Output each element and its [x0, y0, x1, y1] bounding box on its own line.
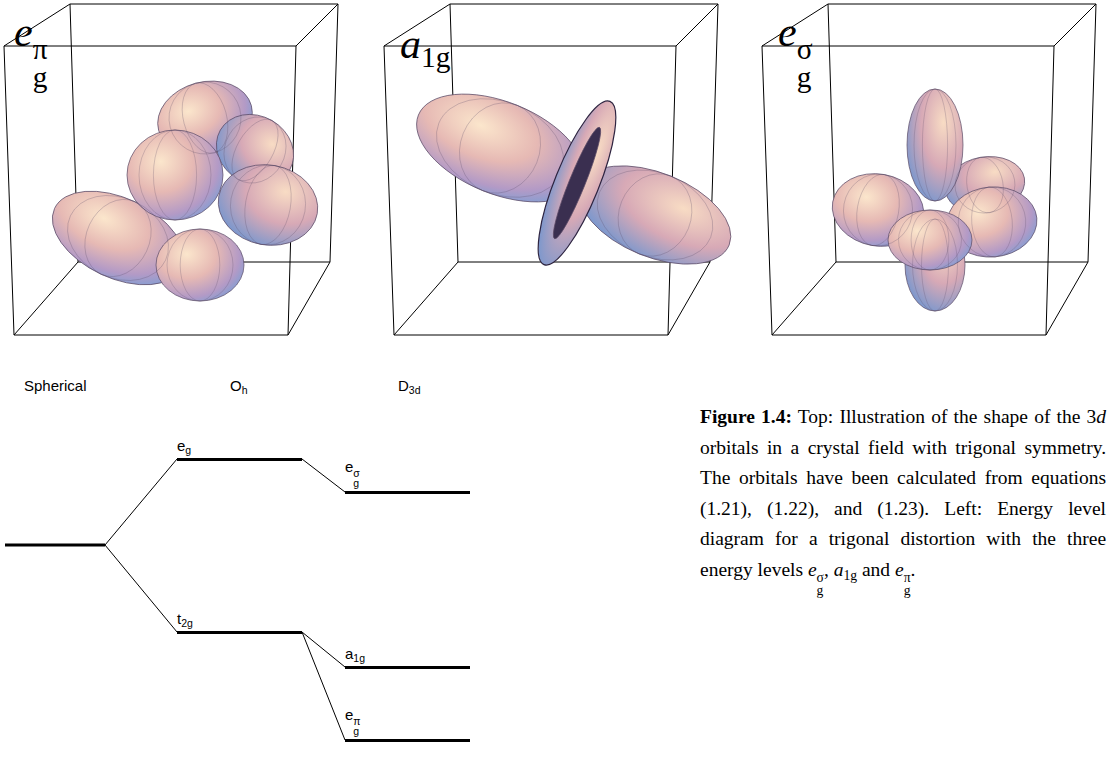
orbital-ring	[524, 93, 631, 273]
mesh-line	[838, 169, 918, 252]
column-heading: Spherical	[24, 377, 87, 394]
level-label: a1g	[345, 644, 470, 666]
level-bar	[345, 666, 470, 669]
split-connector	[302, 459, 345, 492]
level-bar	[177, 458, 302, 461]
cube-edge	[1088, 4, 1096, 262]
mesh-line	[224, 159, 312, 251]
cube-frame	[4, 4, 338, 335]
mesh-line	[606, 163, 704, 268]
cube-edge	[828, 4, 836, 262]
level-label: egπ	[345, 705, 470, 739]
mesh-line	[180, 229, 220, 301]
spherical-level	[5, 544, 105, 547]
cube-edge	[762, 46, 772, 335]
orbital-lobe	[156, 229, 244, 301]
energy-level: t2g	[177, 609, 302, 634]
cube-edge	[1046, 262, 1088, 335]
cube-edge	[828, 4, 1096, 5]
orbital-label: egπ	[14, 8, 48, 92]
cube-edge	[330, 4, 338, 262]
cube-edge	[4, 46, 14, 335]
split-connector	[302, 632, 345, 740]
mesh-line	[239, 162, 297, 249]
level-bar	[345, 491, 470, 494]
split-line	[105, 545, 177, 632]
energy-level: egσ	[345, 457, 470, 494]
mesh-line	[969, 185, 1015, 258]
cube-frame	[762, 4, 1096, 335]
mesh-line	[899, 210, 962, 270]
cube-frame	[384, 4, 718, 335]
level-bar	[177, 631, 302, 634]
cube-edge	[384, 46, 394, 335]
mesh-line	[73, 188, 164, 287]
mesh-line	[54, 180, 183, 297]
orbital-lobe	[907, 89, 963, 201]
level-bar	[345, 739, 470, 742]
cube-edge	[394, 335, 668, 336]
cube-edge	[288, 262, 330, 335]
cube-edge	[450, 4, 718, 5]
energy-level: egπ	[345, 705, 470, 742]
mesh-line	[911, 210, 949, 270]
energy-level: eg	[177, 436, 302, 461]
cube-edge	[14, 262, 78, 335]
mesh-line	[212, 106, 298, 195]
level-label: egσ	[345, 457, 470, 491]
cube-edge	[676, 4, 718, 46]
mesh-line	[962, 154, 1007, 215]
cube-edge	[668, 262, 710, 335]
column-heading: D3d	[398, 377, 421, 394]
mesh-line	[175, 78, 235, 159]
mesh-line	[139, 130, 211, 220]
cube-edge	[772, 335, 1046, 336]
split-line	[105, 459, 177, 545]
orbital-lobe	[888, 210, 972, 270]
orbital-label: a1g	[400, 20, 450, 68]
mesh-line	[153, 130, 196, 220]
mesh-line	[955, 184, 1028, 260]
cube-edge	[772, 262, 836, 335]
mesh-line	[446, 91, 554, 206]
figure-caption: Figure 1.4: Top: Illustration of the sha…	[700, 402, 1106, 598]
level-label: eg	[177, 436, 302, 458]
mesh-line	[922, 89, 947, 201]
cube-edge	[1054, 4, 1096, 46]
orbital-label: egσ	[778, 8, 813, 92]
cube-edge	[296, 4, 338, 46]
energy-level: a1g	[345, 644, 470, 669]
mesh-line	[851, 171, 904, 249]
column-heading: Oh	[230, 377, 248, 394]
cube-edge	[394, 262, 458, 335]
level-label: t2g	[177, 609, 302, 631]
orbital-lobe	[127, 130, 223, 220]
cube-edge	[1046, 46, 1054, 335]
mesh-line	[922, 219, 949, 311]
cube-edge	[4, 46, 296, 47]
mesh-line	[914, 89, 956, 201]
cube-edge	[70, 4, 338, 5]
orbital-ring-hole	[547, 124, 607, 241]
mesh-line	[167, 229, 233, 301]
cube-edge	[14, 335, 288, 336]
